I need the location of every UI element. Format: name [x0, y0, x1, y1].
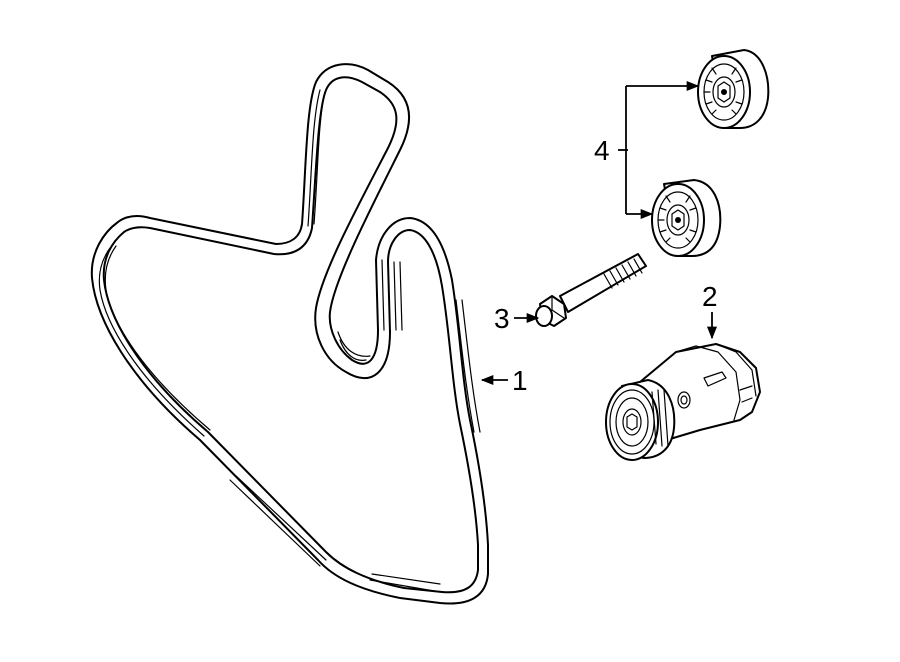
tensioner-bolt: [535, 253, 647, 327]
callout-number-1: 1: [512, 365, 528, 396]
callout-number-3: 3: [494, 303, 510, 334]
callout-number-4: 4: [594, 135, 610, 166]
callout-bolt: 3: [494, 303, 540, 334]
callout-number-2: 2: [702, 281, 718, 312]
callout-idler-pulleys: 4: [594, 80, 700, 220]
serpentine-belt: [90, 63, 489, 605]
idler-pulley-lower: [651, 179, 722, 257]
idler-pulley-upper: [697, 49, 770, 129]
callout-belt: 1: [480, 365, 528, 396]
callout-tensioner: 2: [702, 281, 718, 340]
belt-tensioner: [605, 343, 761, 461]
